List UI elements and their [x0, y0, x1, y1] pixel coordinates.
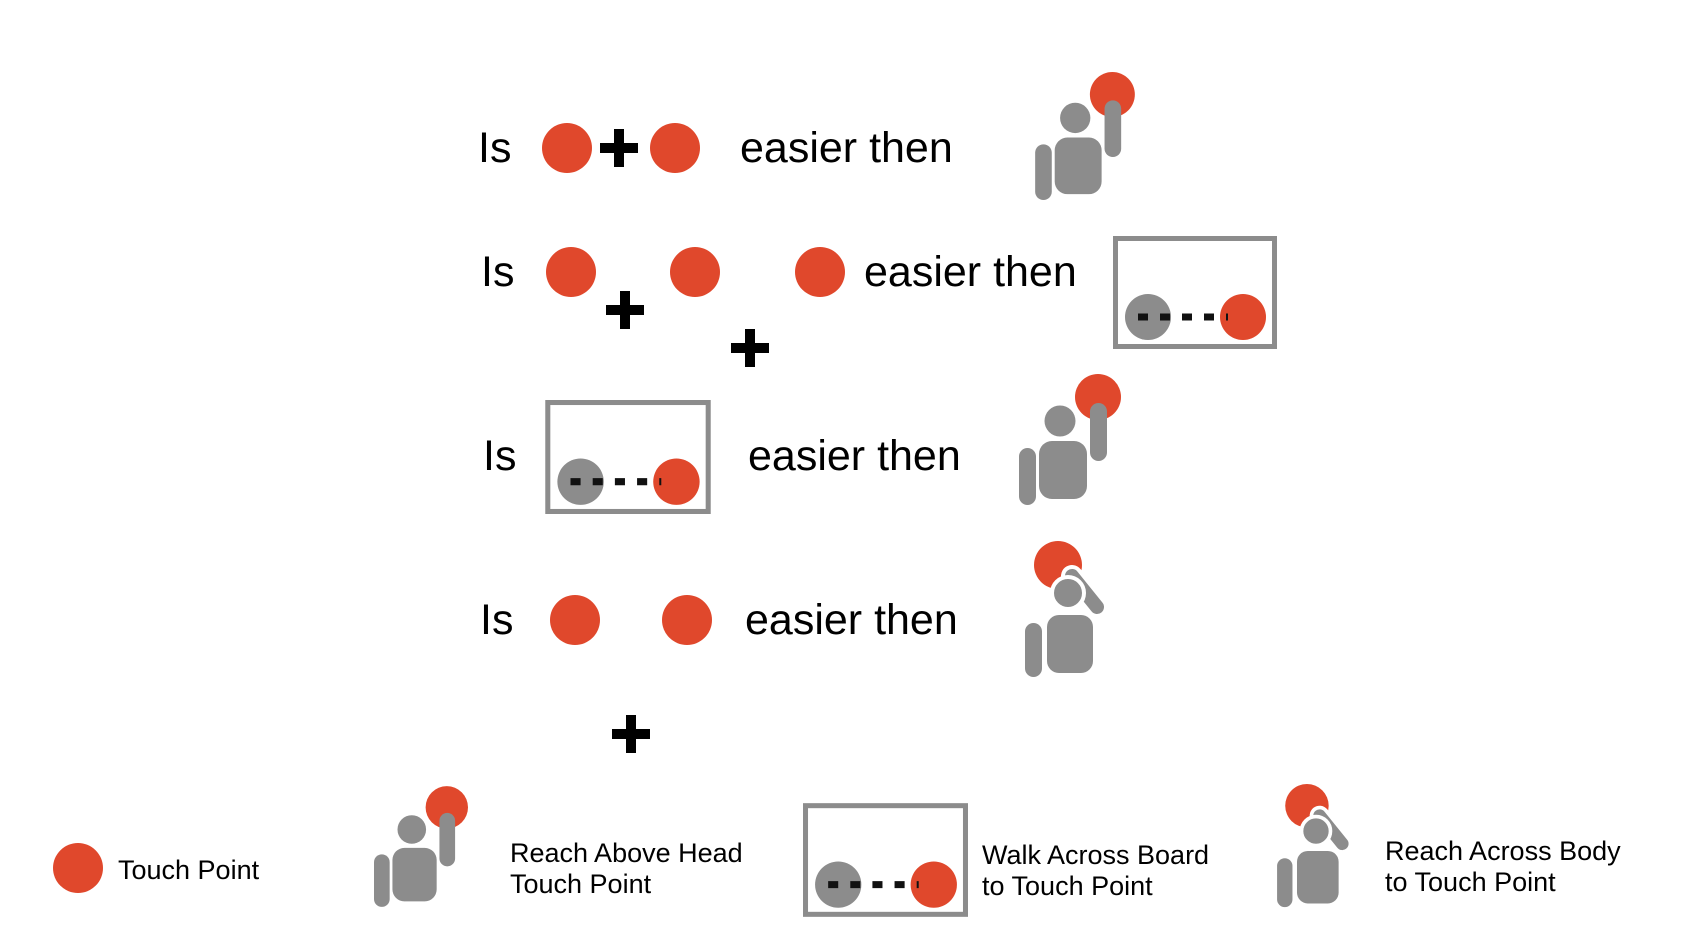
comparison-row-4: Is easier then — [0, 114, 1697, 753]
row-comparison: easier then — [748, 432, 961, 480]
legend-label-line2: Touch Point — [510, 869, 652, 899]
touch-point-icon — [546, 247, 596, 297]
touch-point-icon — [542, 123, 592, 173]
walk-across-board-to-touch-point-icon — [1113, 236, 1277, 349]
comparison-row-1: Is easier then — [0, 0, 1697, 201]
reach-across-body-to-touch-point-icon — [1025, 541, 1108, 677]
legend-label-line1: Reach Across Body — [1385, 836, 1621, 866]
touch-point-icon — [662, 595, 712, 645]
walk-across-board-to-touch-point-icon — [545, 400, 711, 514]
legend-label-line1: Walk Across Board — [982, 840, 1210, 870]
reach-across-body-to-touch-point-icon — [1277, 784, 1353, 908]
touch-point-icon — [670, 247, 720, 297]
comparison-row-2: Is easier then — [0, 38, 1697, 367]
plus-icon — [612, 715, 650, 753]
legend-label-line2: to Touch Point — [982, 871, 1153, 901]
row-comparison: easier then — [864, 248, 1077, 296]
plus-icon — [600, 129, 638, 167]
touch-point-icon — [53, 843, 103, 893]
plus-icon — [731, 329, 769, 367]
legend-label: Reach Above Head Touch Point — [510, 838, 743, 900]
walk-across-board-to-touch-point-icon — [803, 803, 968, 917]
touch-point-icon — [550, 595, 600, 645]
row-prefix: Is — [481, 248, 515, 296]
legend-label-line2: to Touch Point — [1385, 867, 1556, 897]
row-prefix: Is — [483, 432, 517, 480]
reach-above-head-touch-point-icon — [1035, 72, 1135, 201]
row-prefix: Is — [480, 596, 514, 644]
plus-icon — [606, 291, 644, 329]
legend-label: Reach Across Body to Touch Point — [1385, 836, 1621, 898]
touch-point-icon — [650, 123, 700, 173]
row-prefix: Is — [478, 124, 512, 172]
reach-above-head-touch-point-icon — [1019, 374, 1121, 505]
legend-label: Walk Across Board to Touch Point — [982, 840, 1209, 902]
row-comparison: easier then — [745, 596, 958, 644]
legend-label-line1: Reach Above Head — [510, 838, 743, 868]
row-comparison: easier then — [740, 124, 953, 172]
touch-point-icon — [795, 247, 845, 297]
reach-above-head-touch-point-icon — [374, 786, 468, 907]
legend-label: Touch Point — [118, 855, 260, 885]
